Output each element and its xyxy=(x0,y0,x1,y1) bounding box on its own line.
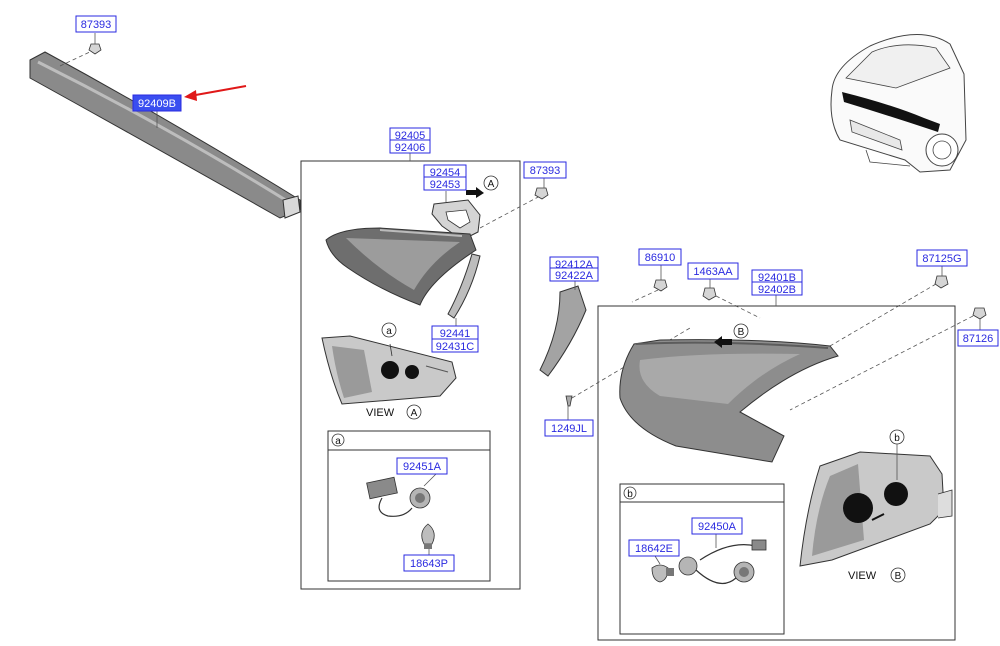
rear-garnish-strip xyxy=(29,51,301,219)
svg-text:92409B: 92409B xyxy=(138,98,176,110)
svg-text:18643P: 18643P xyxy=(410,558,448,570)
svg-text:92441: 92441 xyxy=(440,328,471,340)
detail-b-circle xyxy=(623,486,637,500)
screw-1249JL xyxy=(565,395,573,407)
label-18642E[interactable]: 18642E xyxy=(628,539,680,557)
arrow-view-b xyxy=(714,336,732,348)
outer-tail-lamp xyxy=(619,339,839,463)
view-a-drawing xyxy=(321,335,457,405)
leader-87125G-dash xyxy=(829,283,937,347)
clip-87393-top xyxy=(88,43,102,55)
svg-text:92454: 92454 xyxy=(430,167,461,179)
leader-87393-mid xyxy=(479,195,541,229)
label-92409B[interactable]: 92409B xyxy=(132,94,182,112)
inner-tail-lamp xyxy=(325,227,477,306)
bulb-18643P xyxy=(421,523,435,549)
svg-text:87393: 87393 xyxy=(81,19,112,31)
callout-b: B xyxy=(738,327,745,338)
view-a-circle xyxy=(406,404,422,420)
red-pointer-arrow xyxy=(184,85,247,101)
clip-87125G xyxy=(934,275,949,289)
clip-87393-mid xyxy=(534,187,549,200)
view-a-word: VIEW xyxy=(366,407,395,419)
detail-a-circle xyxy=(331,433,345,447)
svg-text:92406: 92406 xyxy=(395,142,426,154)
label-92422A[interactable]: 92422A xyxy=(549,267,599,282)
label-92406[interactable]: 92406 xyxy=(389,139,431,154)
cover-strip-92441 xyxy=(447,253,481,319)
callout-b-view: b xyxy=(894,433,900,444)
label-92453[interactable]: 92453 xyxy=(423,176,467,191)
outer-lamp-frame xyxy=(597,305,956,641)
svg-text:1463AA: 1463AA xyxy=(693,266,733,278)
view-b-drawing xyxy=(799,451,953,567)
svg-text:18642E: 18642E xyxy=(635,543,673,555)
nut-86910 xyxy=(653,279,668,292)
label-92441[interactable]: 92441 xyxy=(431,325,479,340)
svg-text:92401B: 92401B xyxy=(758,272,796,284)
svg-text:87393: 87393 xyxy=(530,165,561,177)
label-92451A[interactable]: 92451A xyxy=(396,457,448,475)
leader-18642E xyxy=(654,555,661,565)
clip-87126 xyxy=(972,307,987,320)
label-92401B[interactable]: 92401B xyxy=(751,269,803,284)
label-1249JL[interactable]: 1249JL xyxy=(544,419,594,437)
label-92405[interactable]: 92405 xyxy=(389,127,431,142)
svg-text:92453: 92453 xyxy=(430,179,461,191)
leader-87126-dash xyxy=(789,315,974,411)
clip-1463AA xyxy=(702,287,717,301)
label-87125G[interactable]: 87125G xyxy=(916,249,968,267)
side-cover-92412A xyxy=(539,285,587,377)
detail-b-frame xyxy=(619,483,785,635)
svg-text:92431C: 92431C xyxy=(436,341,475,353)
view-b-word: VIEW xyxy=(848,570,877,582)
svg-text:92405: 92405 xyxy=(395,130,426,142)
detail-a-frame xyxy=(327,430,491,582)
callout-a-circle-top xyxy=(381,322,397,338)
view-b-circle xyxy=(890,567,906,583)
view-b-letter: B xyxy=(895,571,902,582)
svg-text:86910: 86910 xyxy=(645,252,676,264)
label-1463AA[interactable]: 1463AA xyxy=(687,262,739,280)
arrow-view-a xyxy=(466,187,484,198)
callout-a-top: a xyxy=(386,326,392,337)
svg-text:1249JL: 1249JL xyxy=(551,423,587,435)
inner-lamp-frame xyxy=(300,160,521,590)
svg-text:92422A: 92422A xyxy=(555,270,594,282)
label-92431C[interactable]: 92431C xyxy=(431,338,479,353)
callout-a-gasket: A xyxy=(488,179,495,190)
bulb-18642E xyxy=(651,564,674,583)
label-87393-mid[interactable]: 87393 xyxy=(523,161,567,179)
label-92402B[interactable]: 92402B xyxy=(751,281,803,296)
label-87393-top[interactable]: 87393 xyxy=(75,15,117,33)
callout-a-circle-gasket xyxy=(483,175,499,191)
socket-wire-92451A xyxy=(366,476,431,517)
svg-text:87126: 87126 xyxy=(963,333,994,345)
svg-text:92450A: 92450A xyxy=(698,521,737,533)
car-rear-thumbnail xyxy=(830,34,967,173)
leader-87393-top xyxy=(59,49,95,67)
label-86910[interactable]: 86910 xyxy=(638,248,682,266)
view-a-letter: A xyxy=(411,408,418,419)
label-87126[interactable]: 87126 xyxy=(957,329,999,347)
callout-b-circle xyxy=(733,323,749,339)
svg-text:92451A: 92451A xyxy=(403,461,442,473)
socket-wire-92450A xyxy=(678,539,767,585)
svg-text:92402B: 92402B xyxy=(758,284,796,296)
label-92454[interactable]: 92454 xyxy=(423,164,467,179)
leader-1463AA-dash xyxy=(715,295,761,319)
label-92450A[interactable]: 92450A xyxy=(691,517,743,535)
leader-92451A xyxy=(423,472,438,487)
detail-b-letter: b xyxy=(627,489,633,500)
leader-86910-dash xyxy=(631,289,659,303)
label-18643P[interactable]: 18643P xyxy=(403,554,455,572)
svg-text:87125G: 87125G xyxy=(922,253,961,265)
detail-a-letter: a xyxy=(335,436,341,447)
